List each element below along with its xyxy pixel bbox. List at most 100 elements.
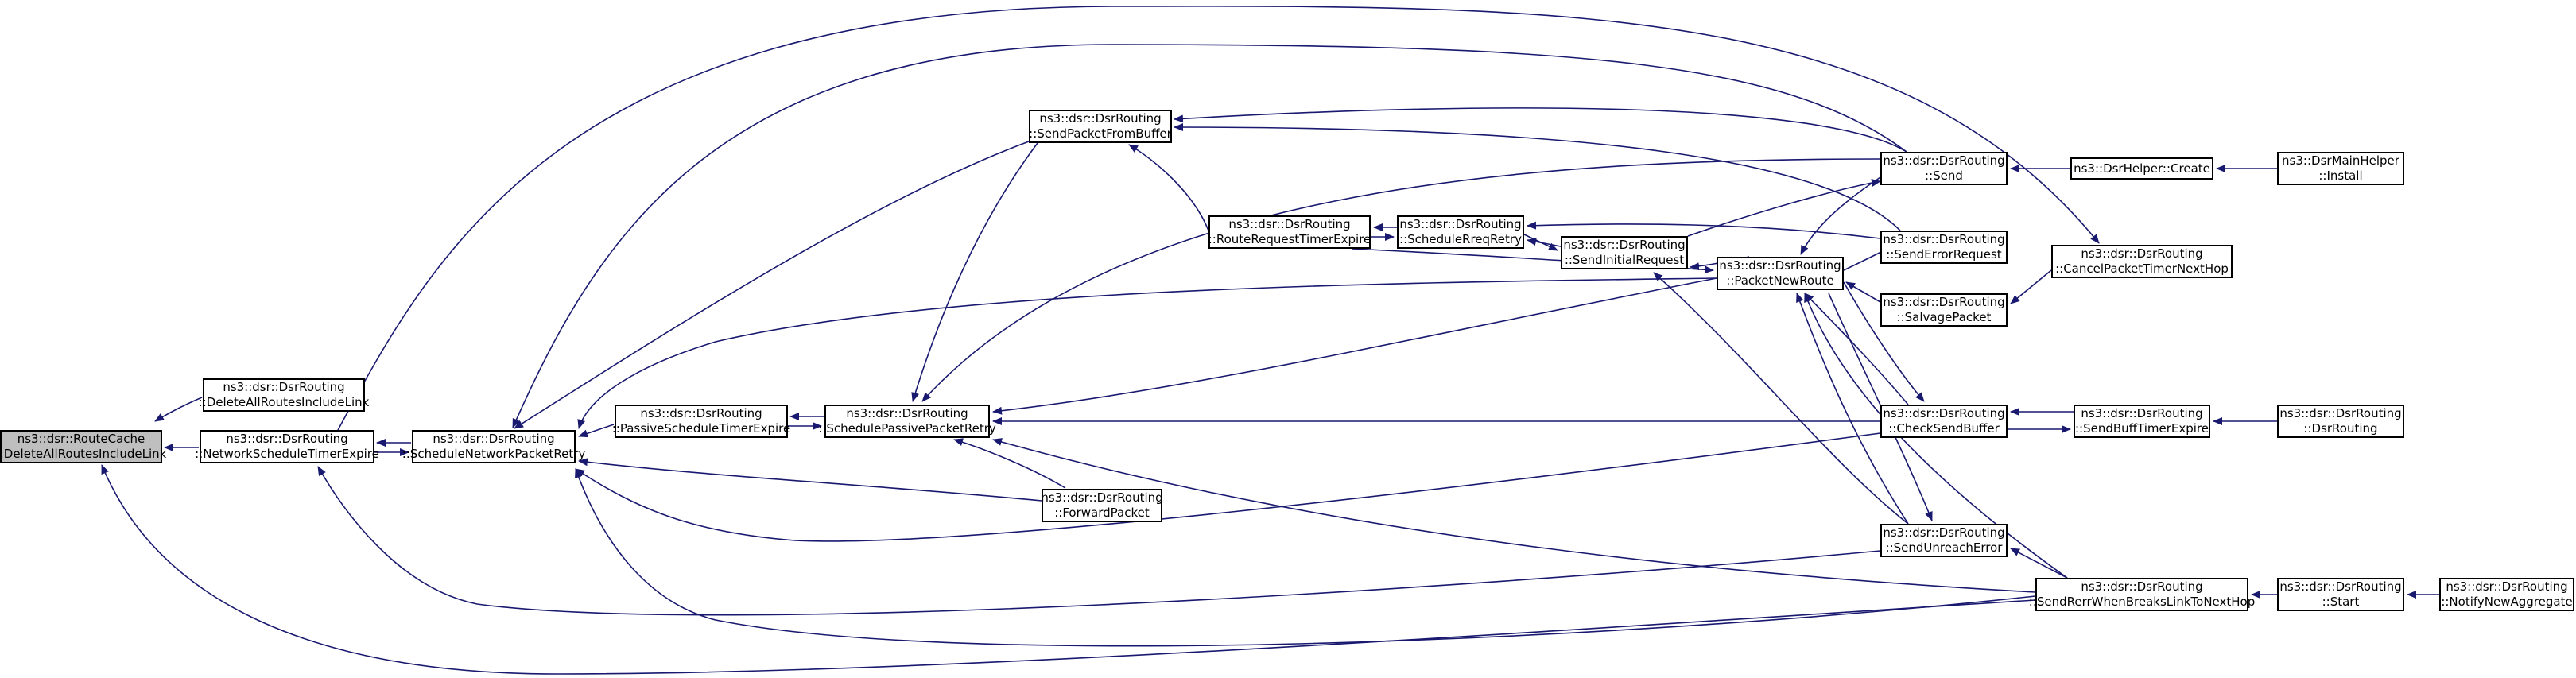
node-line2: ::NotifyNewAggregate	[2441, 595, 2573, 609]
node-line1: ns3::dsr::DsrRouting	[1883, 232, 2005, 246]
node-line1: ns3::DsrHelper::Create	[2074, 161, 2210, 176]
node-line2: ::Start	[2322, 595, 2360, 609]
node-line1: ns3::dsr::DsrRouting	[1039, 111, 1162, 126]
edge-packetnewroute-to-schedulepassive	[992, 277, 1717, 415]
node-line2: ::NetworkScheduleTimerExpire	[195, 447, 379, 461]
node-sendinitialrequest[interactable]: ns3::dsr::DsrRouting ::SendInitialReques…	[1561, 236, 1688, 269]
node-schedulenetworkpacketretry[interactable]: ns3::dsr::DsrRouting ::ScheduleNetworkPa…	[402, 430, 585, 463]
node-line2: ::SalvagePacket	[1896, 310, 1992, 324]
node-line2: ::SendRerrWhenBreaksLinkToNextHop	[2028, 595, 2256, 609]
edge-dsrdeletelink-to-routecache	[154, 397, 203, 422]
node-line2: ::SendPacketFromBuffer	[1029, 126, 1172, 141]
node-line1: ns3::dsr::DsrRouting	[640, 406, 762, 420]
edge-sendinitial-to-schedulerreq	[1527, 238, 1562, 247]
edge-send-to-schedulepassive	[921, 158, 1881, 402]
node-line2: ::Send	[1925, 169, 1963, 183]
node-line1: ns3::dsr::DsrRouting	[1883, 295, 2005, 309]
node-line2: ::DsrRouting	[2303, 421, 2378, 436]
node-line1: ns3::dsr::DsrRouting	[433, 432, 555, 446]
node-packetnewroute[interactable]: ns3::dsr::DsrRouting ::PacketNewRoute	[1717, 257, 1844, 290]
node-line1: ns3::dsr::DsrRouting	[1883, 406, 2005, 420]
edge-sendunreach-to-sendinitial	[1653, 272, 1909, 525]
node-dsrhelper-create[interactable]: ns3::DsrHelper::Create	[2070, 157, 2213, 180]
node-line1: ns3::DsrMainHelper	[2282, 153, 2399, 168]
node-line1: ns3::dsr::DsrRouting	[2081, 406, 2203, 420]
edge-salvage-to-packetnewroute	[1845, 281, 1881, 303]
node-line1: ns3::dsr::RouteCache	[17, 432, 145, 446]
node-line2: ::SendUnreachError	[1885, 540, 2003, 555]
edge-sendrerr-to-packetnewroute	[1804, 293, 2068, 579]
node-senderrorrequest[interactable]: ns3::dsr::DsrRouting ::SendErrorRequest	[1880, 231, 2008, 264]
node-line1: ns3::dsr::DsrRouting	[2081, 579, 2203, 594]
edge-networktimer-to-cancelpacket	[337, 5, 2100, 431]
node-sendbufftimerexpire[interactable]: ns3::dsr::DsrRouting ::SendBuffTimerExpi…	[2074, 405, 2210, 438]
node-schedulerreqretry[interactable]: ns3::dsr::DsrRouting ::ScheduleRreqRetry	[1397, 215, 1524, 249]
node-line2: ::CheckSendBuffer	[1888, 421, 2000, 436]
node-line1: ns3::dsr::DsrRouting	[1883, 153, 2005, 168]
node-dsrrouting-ctor[interactable]: ns3::dsr::DsrRouting ::DsrRouting	[2277, 405, 2404, 438]
edge-sendfrombuffer-to-schedulepassive	[911, 142, 1038, 402]
node-line2: ::SendBuffTimerExpire	[2075, 421, 2209, 436]
edge-send-to-sendfrombuffer	[1174, 107, 1907, 153]
node-dsrmainhelper-install[interactable]: ns3::DsrMainHelper ::Install	[2277, 152, 2404, 185]
node-send[interactable]: ns3::dsr::DsrRouting ::Send	[1880, 152, 2008, 185]
node-line1: ns3::dsr::DsrRouting	[846, 406, 968, 420]
node-salvagepacket[interactable]: ns3::dsr::DsrRouting ::SalvagePacket	[1880, 293, 2008, 327]
edge-checksendbuffer-to-schedulenetwork	[575, 432, 1881, 542]
edge-sendrerr-to-routecache	[101, 464, 2036, 675]
node-line1: ns3::dsr::DsrRouting	[2279, 579, 2402, 594]
node-line2: ::SendInitialRequest	[1564, 253, 1685, 267]
node-line1: ns3::dsr::DsrRouting	[2081, 246, 2203, 261]
node-line1: ns3::dsr::DsrRouting	[2279, 406, 2402, 420]
node-line1: ns3::dsr::DsrRouting	[226, 432, 348, 446]
node-line2: ::ForwardPacket	[1054, 506, 1150, 520]
node-line2: ::DeleteAllRoutesIncludeLink	[198, 395, 370, 409]
node-line1: ns3::dsr::DsrRouting	[1719, 258, 1841, 273]
node-sendpacketfrombuffer[interactable]: ns3::dsr::DsrRouting ::SendPacketFromBuf…	[1029, 110, 1172, 143]
node-passivescheduletimerexpire[interactable]: ns3::dsr::DsrRouting ::PassiveScheduleTi…	[611, 405, 791, 438]
node-checksendbuffer[interactable]: ns3::dsr::DsrRouting ::CheckSendBuffer	[1880, 405, 2008, 438]
node-notifynewaggregate[interactable]: ns3::dsr::DsrRouting ::NotifyNewAggregat…	[2439, 578, 2574, 611]
node-forwardpacket[interactable]: ns3::dsr::DsrRouting ::ForwardPacket	[1041, 489, 1163, 522]
node-line1: ns3::dsr::DsrRouting	[1399, 217, 1522, 231]
node-line1: ns3::dsr::DsrRouting	[2446, 579, 2568, 594]
edge-sendrerr-to-schedulepassive	[992, 438, 2036, 593]
edge-passivetimer-to-schedulenetwork	[578, 424, 615, 438]
edge-send-to-packetnewroute	[1800, 176, 1881, 255]
edge-send-to-schedulenetwork	[512, 44, 1907, 428]
edge-routerequest-to-sendfrombuffer	[1128, 144, 1209, 231]
node-line2: ::SendErrorRequest	[1886, 247, 2002, 262]
node-sendrerrwhenbreakslinktonexthop[interactable]: ns3::dsr::DsrRouting ::SendRerrWhenBreak…	[2029, 578, 2255, 611]
edge-forwardpacket-to-schedulenetwork	[578, 458, 1042, 502]
node-line2: ::RouteRequestTimerExpire	[1208, 232, 1371, 246]
edge-sendunreach-to-packetnewroute	[1796, 293, 1909, 525]
node-cancelpackettimernexthop[interactable]: ns3::dsr::DsrRouting ::CancelPacketTimer…	[2051, 245, 2233, 278]
node-line1: ns3::dsr::DsrRouting	[1883, 525, 2005, 540]
node-line2: ::SchedulePassivePacketRetry	[818, 421, 996, 436]
edge-sendfrombuffer-to-schedulenetwork	[514, 141, 1030, 429]
node-line2: ::CancelPacketTimerNextHop	[2055, 262, 2229, 276]
node-line1: ns3::dsr::DsrRouting	[223, 380, 345, 394]
edge-sendrerr-to-schedulenetwork	[575, 468, 2036, 647]
node-line1: ns3::dsr::DsrRouting	[1041, 490, 1163, 505]
node-line2: ::ScheduleRreqRetry	[1399, 232, 1522, 246]
node-sendunreacherror[interactable]: ns3::dsr::DsrRouting ::SendUnreachError	[1880, 524, 2008, 557]
node-start[interactable]: ns3::dsr::DsrRouting ::Start	[2277, 578, 2404, 611]
node-schedulepassivepacketretry[interactable]: ns3::dsr::DsrRouting ::SchedulePassivePa…	[818, 405, 996, 438]
edge-sendunreach-to-networktimer	[317, 466, 1881, 616]
node-line2: ::ScheduleNetworkPacketRetry	[402, 447, 586, 461]
node-dsrrouting-deleteallroutesincludelink[interactable]: ns3::dsr::DsrRouting ::DeleteAllRoutesIn…	[199, 378, 369, 412]
node-line2: ::DeleteAllRoutesIncludeLink	[0, 447, 167, 461]
edge-sendinitial-to-send	[1687, 179, 1881, 237]
node-line2: ::PassiveScheduleTimerExpire	[611, 421, 791, 436]
edge-senderrorrequest-to-schedulerreq	[1527, 221, 1881, 239]
node-routerequesttimerexpire[interactable]: ns3::dsr::DsrRouting ::RouteRequestTimer…	[1208, 215, 1371, 249]
node-line2: ::Install	[2318, 169, 2363, 183]
edge-cancelpacket-to-salvage	[2010, 269, 2052, 304]
edge-packetnewroute-to-checksendbuffer	[1843, 281, 1925, 402]
edge-schedulerreq-to-sendinitial	[1523, 234, 1558, 251]
node-networkscheduletimerexpire[interactable]: ns3::dsr::DsrRouting ::NetworkScheduleTi…	[195, 430, 379, 463]
node-routecache-deleteallroutesincludelink: ns3::dsr::RouteCache ::DeleteAllRoutesIn…	[0, 430, 166, 463]
edge-senderrorrequest-to-sendfrombuffer	[1174, 123, 1901, 231]
